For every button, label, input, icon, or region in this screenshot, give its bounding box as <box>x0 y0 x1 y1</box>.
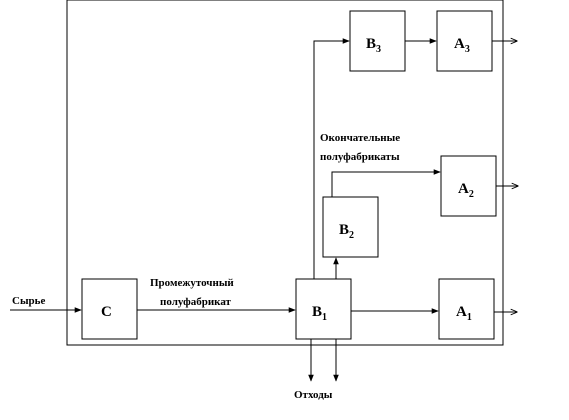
block-a3-label: А3 <box>454 36 470 55</box>
block-c-label: С <box>101 304 112 320</box>
block-b3-label: В3 <box>366 36 381 55</box>
waste-label: Отходы <box>294 389 333 401</box>
block-a1-label: А1 <box>456 304 472 323</box>
block-b1-label: В1 <box>312 304 327 323</box>
block-a2-label: А2 <box>458 181 474 200</box>
block-b1 <box>295 278 352 340</box>
block-b2-label: В2 <box>339 222 354 241</box>
block-b2 <box>322 196 379 258</box>
block-a2 <box>440 155 497 217</box>
arrow-b1-to-b3 <box>313 38 350 279</box>
intermediate-label-line1: Промежуточный <box>150 277 234 289</box>
block-b3 <box>349 10 406 72</box>
final-label-line2: полуфабрикаты <box>320 151 400 163</box>
enterprise-boundary <box>66 0 504 346</box>
block-c <box>81 278 138 340</box>
arrow-b2-to-a2 <box>331 169 441 197</box>
intermediate-label-line2: полуфабрикат <box>160 296 232 308</box>
final-label-line1: Окончательные <box>320 132 400 144</box>
input-label: Сырье <box>12 295 45 307</box>
block-a1 <box>438 278 495 340</box>
